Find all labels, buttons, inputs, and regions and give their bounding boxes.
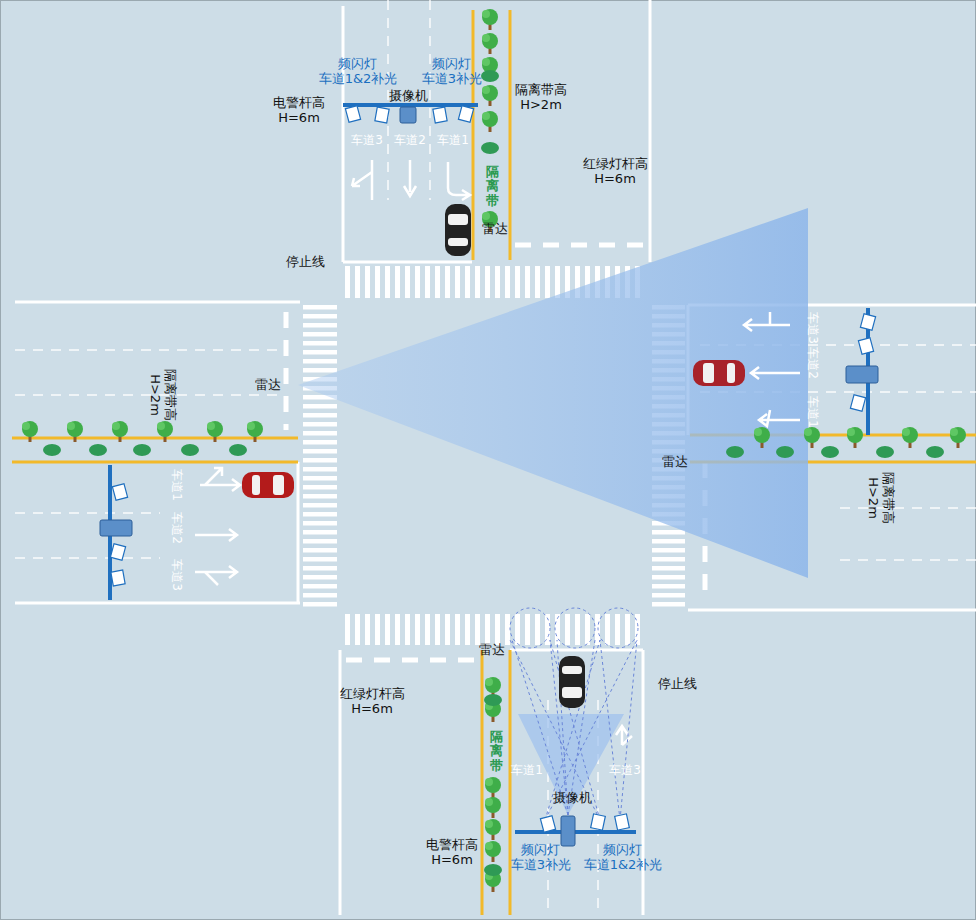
map-label: 车道2 — [169, 512, 183, 544]
map-label: 频闪灯 车道1&2补光 — [584, 843, 663, 873]
map-label: 隔离带 — [486, 165, 499, 208]
map-label: 车道1 — [437, 134, 469, 148]
map-label: 隔离带高 H>2m — [865, 472, 895, 524]
map-label: 车道3 — [805, 312, 819, 344]
map-label: 车道2 — [805, 347, 819, 379]
camera-view — [510, 608, 638, 820]
map-label: 摄像机 — [389, 89, 428, 104]
map-label: 隔离带高 H>2m — [147, 369, 177, 421]
map-label: 电警杆高 H=6m — [426, 838, 478, 868]
map-label: 车道3 — [351, 134, 383, 148]
median-trees — [22, 9, 966, 892]
map-label: 雷达 — [482, 222, 508, 237]
map-label: 车道2 — [394, 134, 426, 148]
map-label: 频闪灯 车道1&2补光 — [319, 57, 398, 87]
lane-dividers — [15, 0, 976, 915]
road-edges — [15, 0, 976, 915]
map-label: 雷达 — [479, 643, 505, 658]
map-label: 车道1 — [511, 764, 543, 778]
map-label: 车道1 — [805, 396, 819, 428]
devices — [100, 106, 878, 846]
map-label: 电警杆高 H=6m — [273, 96, 325, 126]
map-label: 隔离带高 H>2m — [515, 83, 567, 113]
map-label: 红绿灯杆高 H=6m — [583, 157, 648, 187]
cars — [242, 204, 745, 708]
median-edges — [12, 10, 976, 915]
map-label: 停止线 — [286, 255, 325, 270]
signal-poles — [110, 105, 868, 832]
radar-coverage — [298, 208, 808, 578]
map-label: 频闪灯 车道3补光 — [511, 843, 571, 873]
lane-arrows — [195, 160, 800, 745]
map-label: 停止线 — [658, 677, 697, 692]
map-label: 频闪灯 车道3补光 — [422, 57, 482, 87]
map-label: 摄像机 — [553, 791, 592, 806]
map-label: 雷达 — [255, 378, 281, 393]
map-label: 车道3 — [609, 764, 641, 778]
map-label: 雷达 — [662, 455, 688, 470]
map-label: 车道3 — [169, 559, 183, 591]
map-label: 车道1 — [169, 469, 183, 501]
map-label: 隔离带 — [490, 730, 503, 773]
map-label: 红绿灯杆高 H=6m — [340, 687, 405, 717]
